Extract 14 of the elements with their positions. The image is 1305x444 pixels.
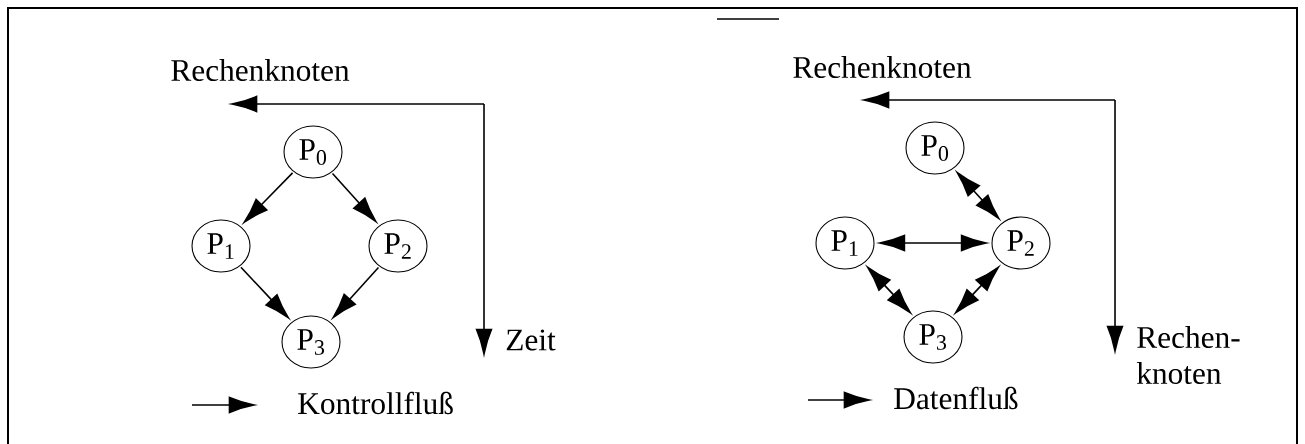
legend-label: Datenfluß bbox=[894, 386, 1018, 410]
arrow bbox=[243, 172, 294, 223]
arrow bbox=[954, 266, 1000, 314]
axis-label: Rechen- knoten bbox=[1136, 326, 1240, 385]
axis-label: Rechenknoten bbox=[171, 59, 350, 82]
axis-label: Zeit bbox=[506, 329, 556, 351]
arrow bbox=[331, 172, 377, 223]
legend-label: Kontrollfluß bbox=[298, 391, 453, 415]
arrow bbox=[879, 234, 987, 252]
axis-label: Rechenknoten bbox=[793, 56, 972, 79]
arrow bbox=[332, 266, 380, 319]
arrow bbox=[956, 171, 1000, 220]
arrow bbox=[240, 266, 290, 319]
arrow bbox=[866, 266, 912, 314]
